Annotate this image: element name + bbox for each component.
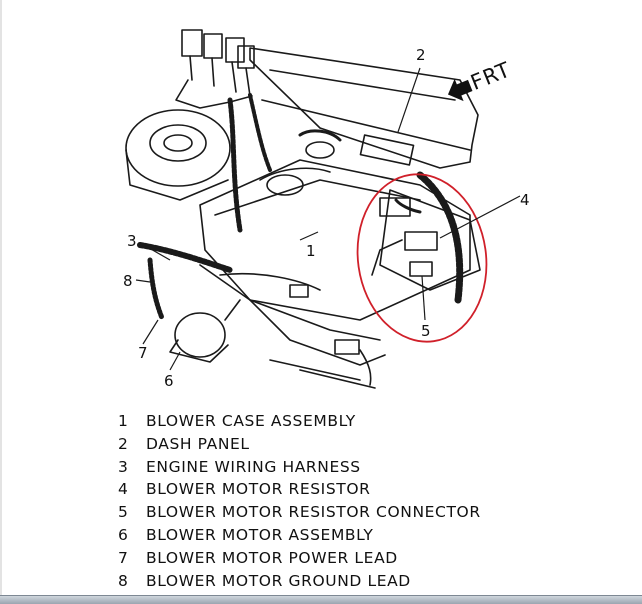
relay-block (181, 29, 203, 57)
callout-1: 1 (306, 242, 316, 260)
blower-motor (174, 312, 226, 358)
leader-5 (421, 275, 426, 321)
strut-tower (125, 109, 231, 187)
callout-6: 6 (164, 372, 174, 390)
resistor-harness (416, 171, 464, 304)
resistor-connector (409, 261, 433, 277)
leader-3 (141, 243, 171, 261)
dash-panel-outline (249, 47, 479, 169)
leader-7 (142, 319, 159, 345)
callout-3: 3 (127, 232, 137, 250)
leader-6 (169, 351, 181, 371)
callout-7: 7 (138, 344, 148, 362)
engine-harness (137, 242, 233, 273)
leader-8 (135, 279, 151, 283)
callout-4: 4 (520, 191, 530, 209)
leader-1 (299, 231, 319, 241)
leader-2 (397, 67, 421, 133)
callout-8: 8 (123, 272, 133, 290)
front-direction-label: FRT (467, 57, 514, 95)
blower-motor-resistor (404, 231, 438, 251)
resistor-highlight (356, 173, 488, 343)
callout-5: 5 (421, 322, 431, 340)
wiring-diagram: 1 2 3 4 5 6 7 8 FRT (123, 29, 530, 390)
frame-edge (0, 0, 2, 596)
leader-4 (439, 195, 521, 239)
window-bottom-bar (0, 595, 642, 604)
front-direction-arrow-icon: FRT (447, 57, 514, 102)
callout-2: 2 (416, 46, 426, 64)
lower-duct (249, 299, 386, 366)
